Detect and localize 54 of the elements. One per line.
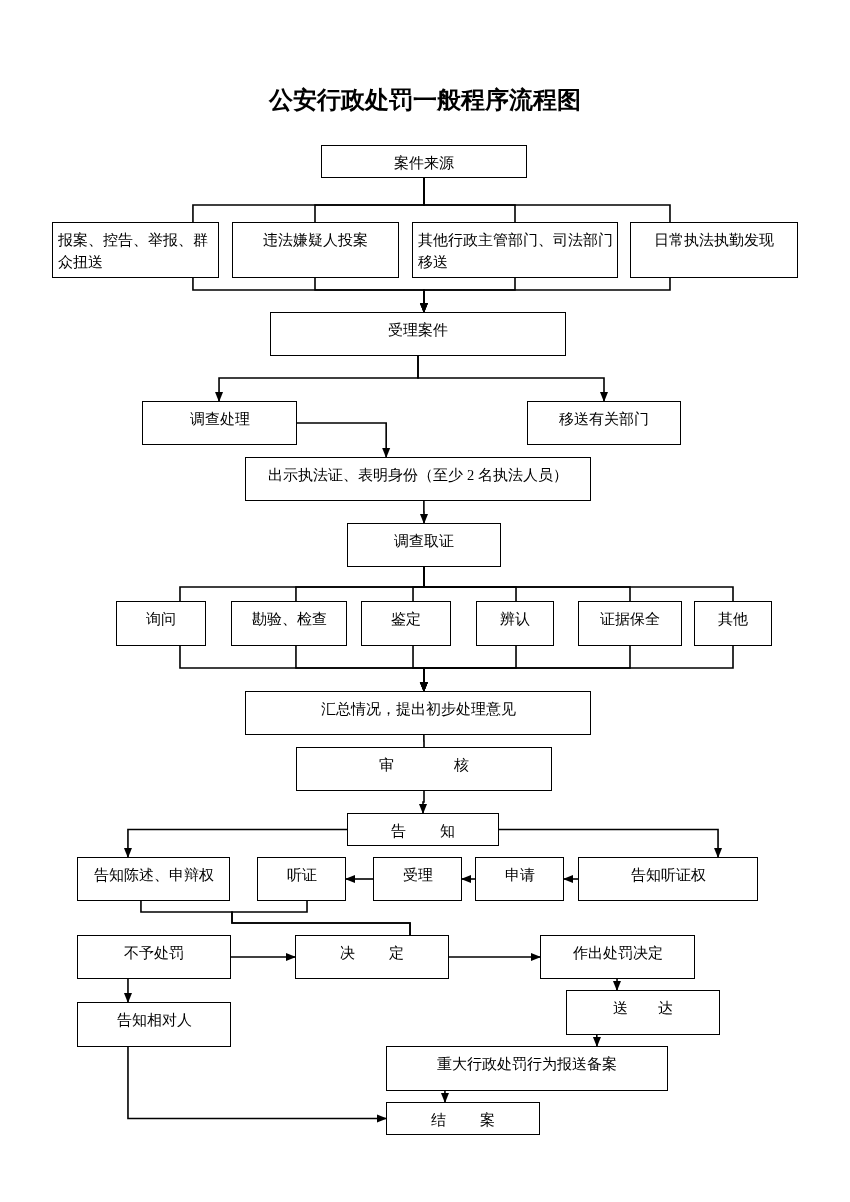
arrow (123, 828, 348, 858)
process-box: 询问 (116, 601, 206, 646)
process-box: 送达 (566, 990, 720, 1035)
arrow (592, 1034, 601, 1047)
process-box: 告知陈述、申辩权 (77, 857, 230, 901)
process-box: 受理案件 (270, 312, 566, 356)
process-box: 结案 (386, 1102, 540, 1135)
process-box: 受理 (373, 857, 462, 901)
process-box: 告知相对人 (77, 1002, 231, 1047)
title: 公安行政处罚一般程序流程图 (269, 86, 581, 115)
process-box: 移送有关部门 (527, 401, 681, 445)
arrow (345, 875, 374, 883)
process-box: 辨认 (476, 601, 554, 646)
arrow (498, 828, 723, 858)
connector-line (423, 177, 671, 223)
arrow (441, 1090, 449, 1103)
process-box: 告知 (347, 813, 499, 846)
arrow (419, 277, 671, 313)
arrow (419, 645, 734, 692)
process-box: 作出处罚决定 (540, 935, 695, 979)
process-box: 案件来源 (321, 145, 527, 178)
process-box: 调查处理 (142, 401, 297, 445)
process-box: 汇总情况，提出初步处理意见 (245, 691, 591, 735)
process-box: 其他行政主管部门、司法部门移送 (412, 222, 618, 278)
process-box: 日常执法执勤发现 (630, 222, 798, 278)
process-box: 其他 (694, 601, 772, 646)
connector-line (423, 566, 734, 602)
process-box: 重大行政处罚行为报送备案 (386, 1046, 668, 1091)
arrow (123, 978, 132, 1003)
process-box: 决定 (295, 935, 449, 979)
arrow (612, 978, 621, 991)
process-box: 出示执法证、表明身份（至少 2 名执法人员） (245, 457, 591, 501)
arrow (563, 875, 579, 883)
connector-line (423, 734, 425, 748)
process-box: 不予处罚 (77, 935, 231, 979)
arrow (448, 953, 541, 961)
process-box: 申请 (475, 857, 564, 901)
arrow (420, 500, 428, 524)
process-box: 审核 (296, 747, 552, 791)
arrow (127, 1046, 387, 1123)
process-box: 证据保全 (578, 601, 682, 646)
process-box: 调查取证 (347, 523, 501, 567)
arrow (461, 875, 476, 883)
process-box: 报案、控告、举报、群众扭送 (52, 222, 219, 278)
arrow (419, 790, 427, 814)
process-box: 告知听证权 (578, 857, 758, 901)
arrow (417, 355, 608, 402)
process-box: 勘验、检查 (231, 601, 347, 646)
arrow (296, 422, 391, 458)
process-box: 鉴定 (361, 601, 451, 646)
arrow (230, 953, 296, 961)
process-box: 听证 (257, 857, 346, 901)
connector-line (231, 900, 411, 936)
process-box: 违法嫌疑人投案 (232, 222, 399, 278)
